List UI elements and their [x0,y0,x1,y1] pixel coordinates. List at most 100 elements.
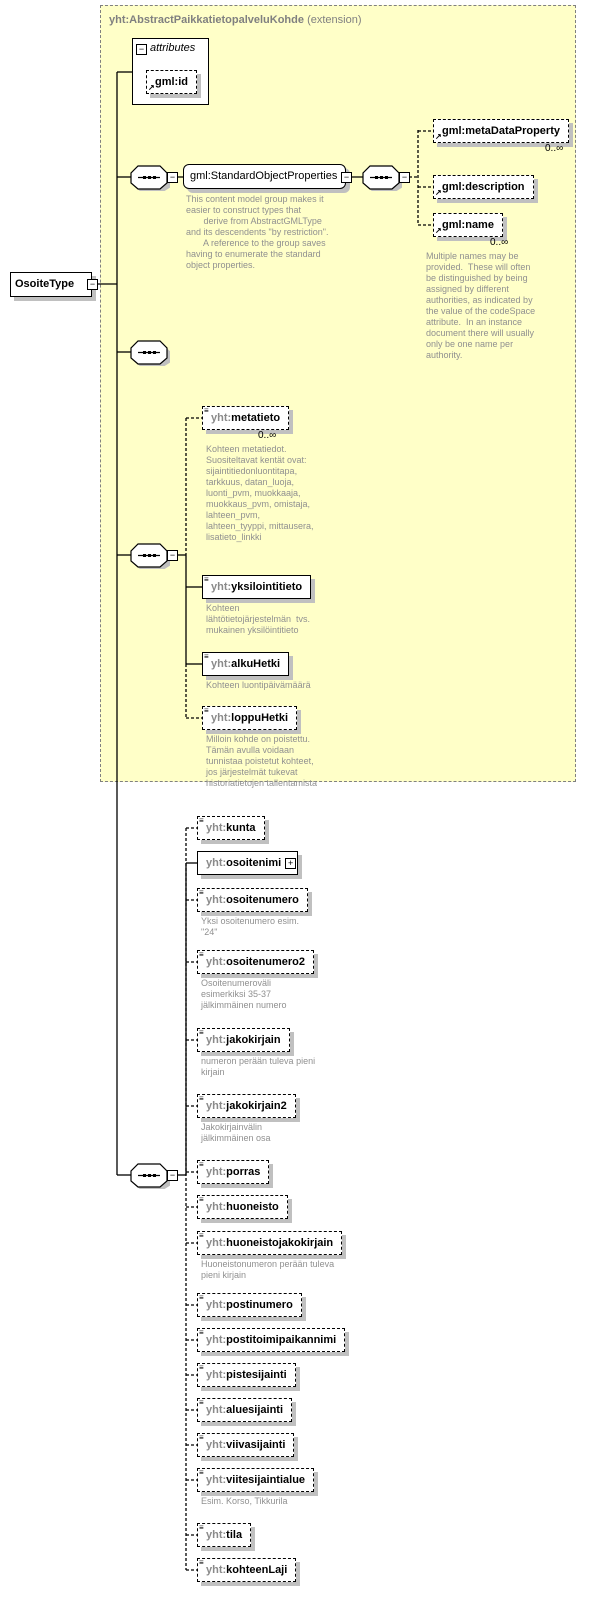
documentation-icon: ≡ [199,1160,204,1169]
collapse-attributes-icon[interactable]: − [136,44,147,55]
element-node[interactable]: ≡yht:postitoimipaikannimi [197,1328,346,1352]
element-node[interactable]: ≡yht:postinumero [197,1293,302,1317]
documentation-icon: ≡ [199,1231,204,1240]
element-description: Multiple names may be provided. These wi… [426,251,536,360]
group-node-standard-object-properties[interactable]: gml:StandardObjectProperties [183,164,347,189]
namespace-prefix: yht: [206,1299,227,1311]
element-node[interactable]: ≡yht:osoitenumero2 [197,950,315,974]
element-node[interactable]: ≡yht:jakokirjain2 [197,1094,296,1118]
element-name: gml:description [442,181,525,193]
collapse-sequence-icon[interactable]: − [399,172,410,183]
documentation-icon: ≡ [199,1195,204,1204]
element-node[interactable]: ≡yht:yksilointitieto [202,575,312,599]
element-description: Kohteen luontipäivämäärä [206,680,311,690]
collapse-sequence-icon[interactable]: − [167,172,178,183]
element-node[interactable]: ≡yht:alkuHetki [202,652,290,676]
group-name: gml:StandardObjectProperties [190,170,338,182]
element-name: alkuHetki [231,658,281,670]
element-description: Huoneistonumeron perään tuleva pieni kir… [201,1259,335,1280]
documentation-icon: ≡ [199,1094,204,1103]
namespace-prefix: yht: [206,1564,227,1576]
element-node[interactable]: ↗gml:id [146,70,197,94]
element-name: huoneisto [226,1201,279,1213]
cardinality: 0..∞ [545,143,564,154]
element-name: viivasijainti [226,1439,286,1451]
element-description: Kohteen lähtötietojärjestelmän tvs. muka… [206,603,311,635]
attributes-label: attributes [150,42,196,54]
expand-icon[interactable]: + [285,858,297,869]
namespace-prefix: yht: [206,1034,227,1046]
element-node[interactable]: ≡yht:huoneisto [197,1195,288,1219]
element-node[interactable]: ≡yht:huoneistojakokirjain [197,1231,343,1255]
documentation-icon: ≡ [199,1558,204,1567]
element-name: yksilointitieto [231,581,303,593]
element-name: gml:metaDataProperty [442,125,560,137]
documentation-icon: ≡ [199,888,204,897]
element-name: aluesijainti [226,1404,284,1416]
element-name: osoitenumero2 [226,956,306,968]
element-node[interactable]: ≡yht:metatieto [202,406,290,430]
collapse-sequence-icon[interactable]: − [167,550,178,561]
element-node[interactable]: ≡yht:osoitenumero [197,888,308,912]
collapse-group-icon[interactable]: − [341,172,352,183]
element-name: postitoimipaikannimi [226,1334,337,1346]
element-description: Milloin kohde on poistettu. Tämän avulla… [206,734,318,788]
type-name: OsoiteType [15,278,75,290]
element-node[interactable]: ≡yht:viitesijaintialue [197,1468,315,1492]
sequence-compositor[interactable] [130,1163,170,1189]
sequence-compositor[interactable] [130,165,170,191]
documentation-icon: ≡ [199,1433,204,1442]
namespace-prefix: yht: [211,658,232,670]
element-description: Jakokirjainvälin jälkimmäinen osa [201,1122,271,1143]
element-node[interactable]: ≡yht:aluesijainti [197,1398,293,1422]
namespace-prefix: yht: [206,857,227,869]
element-node[interactable]: ≡yht:porras [197,1160,270,1184]
documentation-icon: ≡ [204,406,209,415]
element-name: loppuHetki [231,712,289,724]
namespace-prefix: yht: [206,1100,227,1112]
element-name: viitesijaintialue [226,1474,306,1486]
element-node[interactable]: yht:osoitenimi+ [197,851,299,875]
namespace-prefix: yht: [211,712,232,724]
element-name: porras [226,1166,261,1178]
extension-title: yht:AbstractPaikkatietopalveluKohde (ext… [109,14,361,26]
element-node[interactable]: ≡yht:viivasijainti [197,1433,295,1457]
cardinality: 0..∞ [490,237,509,248]
element-node[interactable]: ≡yht:jakokirjain [197,1028,290,1052]
sequence-compositor[interactable] [130,340,170,366]
element-node[interactable]: ≡yht:tila [197,1523,252,1547]
element-name: gml:name [442,219,494,231]
element-description: Kohteen metatiedot. Suositeltavat kentät… [206,444,314,542]
documentation-icon: ≡ [199,1523,204,1532]
element-node[interactable]: ↗gml:description [433,175,534,199]
collapse-type-icon[interactable]: − [87,279,98,290]
extension-base: yht:AbstractPaikkatietopalveluKohde [109,14,304,26]
element-node[interactable]: ≡yht:kunta [197,816,265,840]
type-node-osoitetype[interactable]: OsoiteType [10,272,92,297]
element-name: pistesijainti [226,1369,287,1381]
element-description: Osoitenumeroväli esimerkiksi 35-37 jälki… [201,978,287,1010]
element-description: Yksi osoitenumero esim. "24" [201,916,300,937]
collapse-sequence-icon[interactable]: − [167,1170,178,1181]
element-node[interactable]: ≡yht:kohteenLaji [197,1558,297,1582]
namespace-prefix: yht: [206,1237,227,1249]
documentation-icon: ≡ [199,1398,204,1407]
namespace-prefix: yht: [206,1369,227,1381]
element-name: metatieto [231,412,281,424]
element-name: jakokirjain [226,1034,281,1046]
element-node[interactable]: ↗gml:metaDataProperty [433,119,569,143]
sequence-compositor[interactable] [362,165,402,191]
element-name: osoitenimi [226,857,282,869]
namespace-prefix: yht: [206,956,227,968]
element-node[interactable]: ≡yht:pistesijainti [197,1363,296,1387]
reference-arrow-icon: ↗ [435,132,442,141]
sequence-compositor[interactable] [130,543,170,569]
namespace-prefix: yht: [206,1474,227,1486]
element-node[interactable]: ≡yht:loppuHetki [202,706,298,730]
element-name: gml:id [155,76,188,88]
namespace-prefix: yht: [211,412,232,424]
element-node[interactable]: ↗gml:name [433,213,503,237]
documentation-icon: ≡ [199,1293,204,1302]
namespace-prefix: yht: [206,1334,227,1346]
